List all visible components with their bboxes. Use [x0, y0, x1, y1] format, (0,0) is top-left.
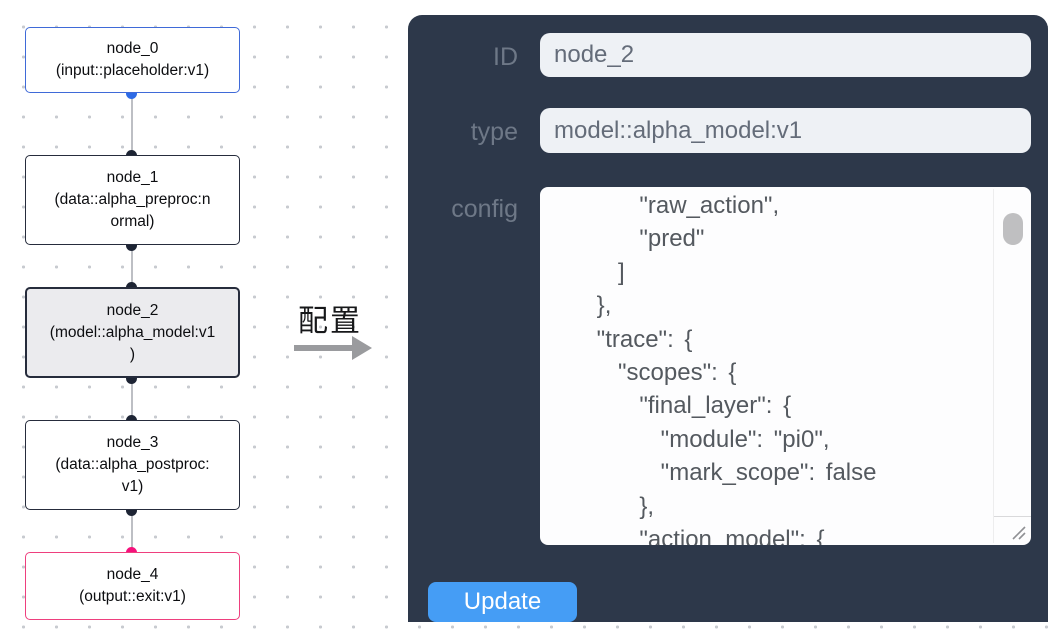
- node-title: node_4: [106, 566, 159, 583]
- node-title: node_3: [106, 434, 159, 451]
- id-input[interactable]: [540, 33, 1031, 77]
- node-subtitle: (output::exit:v1): [79, 588, 186, 605]
- type-input[interactable]: [540, 108, 1031, 153]
- node-node_1[interactable]: node_1 (data::alpha_preproc:n ormal): [25, 155, 240, 245]
- scrollbar-track: [993, 189, 994, 543]
- node-config-panel: ID type config "raw_action", "pred" ] },…: [408, 15, 1048, 622]
- edge-node2-node3: [131, 378, 133, 420]
- update-button[interactable]: Update: [428, 582, 577, 622]
- config-json-text[interactable]: "raw_action", "pred" ] }, "trace": { "sc…: [596, 192, 877, 545]
- node-subtitle: (model::alpha_model:v1 ): [49, 323, 216, 363]
- port-node2-out[interactable]: [126, 373, 137, 384]
- arrow-head: [352, 336, 372, 360]
- config-field-label: config: [451, 195, 518, 223]
- node-title: node_2: [106, 301, 159, 319]
- config-editor[interactable]: "raw_action", "pred" ] }, "trace": { "sc…: [540, 187, 1031, 545]
- scrollbar-corner-divider: [994, 516, 1031, 517]
- port-node1-out[interactable]: [126, 240, 137, 251]
- node-title: node_1: [106, 169, 159, 186]
- arrow-line: [294, 345, 354, 351]
- node-node_4[interactable]: node_4 (output::exit:v1): [25, 552, 240, 620]
- right-arrow-icon: [294, 336, 386, 360]
- node-node_0[interactable]: node_0 (input::placeholder:v1): [25, 27, 240, 93]
- port-node0-out[interactable]: [126, 88, 137, 99]
- resize-handle-icon[interactable]: [1009, 523, 1027, 541]
- node-subtitle: (input::placeholder:v1): [55, 62, 210, 79]
- node-node_3[interactable]: node_3 (data::alpha_postproc: v1): [25, 420, 240, 510]
- node-subtitle: (data::alpha_postproc: v1): [55, 456, 210, 495]
- id-field-label: ID: [493, 43, 518, 71]
- type-field-label: type: [470, 118, 518, 146]
- port-node3-out[interactable]: [126, 505, 137, 516]
- edge-node1-node2: [131, 245, 133, 287]
- config-arrow-label: 配置: [298, 305, 362, 338]
- flow-canvas[interactable]: node_0 (input::placeholder:v1) node_1 (d…: [0, 0, 400, 643]
- node-node_2-selected[interactable]: node_2 (model::alpha_model:v1 ): [25, 287, 240, 378]
- edge-node3-node4: [131, 510, 133, 552]
- node-title: node_0: [106, 40, 159, 57]
- node-subtitle: (data::alpha_preproc:n ormal): [54, 191, 211, 230]
- config-annotation: 配置: [280, 296, 390, 366]
- scrollbar-thumb[interactable]: [1003, 213, 1023, 245]
- edge-node0-node1: [131, 93, 133, 155]
